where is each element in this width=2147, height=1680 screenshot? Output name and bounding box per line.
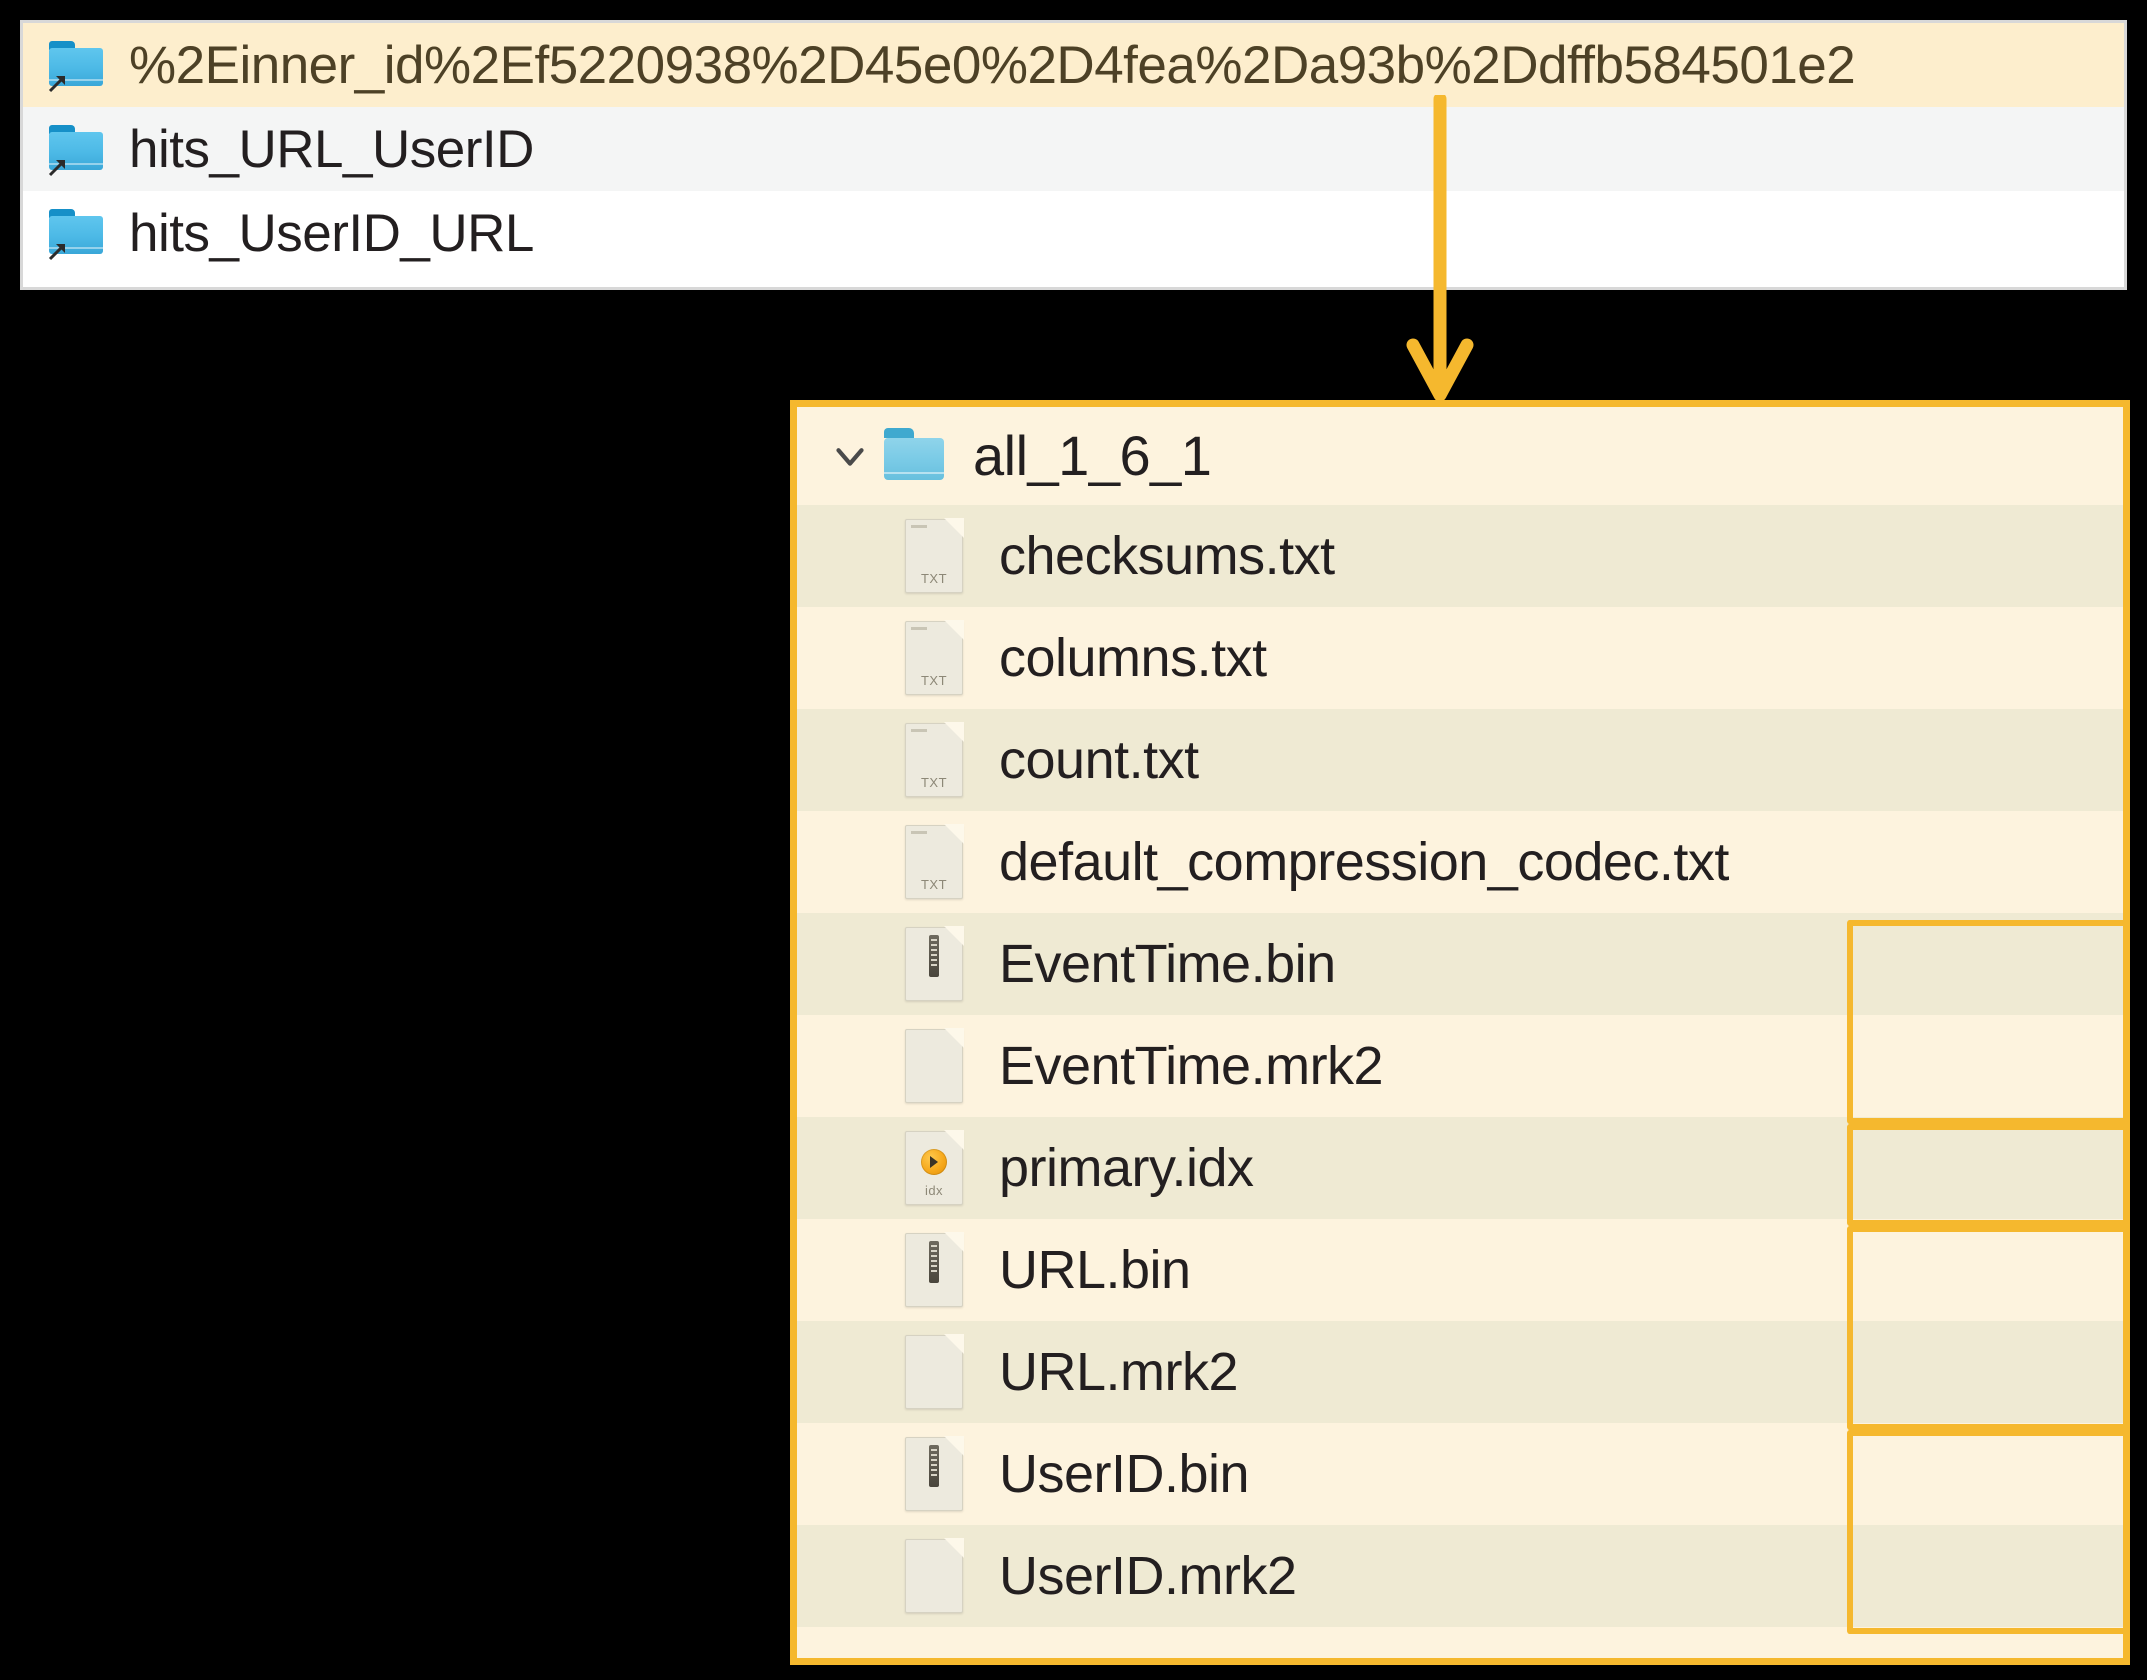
list-item[interactable]: %2Einner_id%2Ef5220938%2D45e0%2D4fea%2Da… [23,23,2124,107]
blank-file-icon [905,1028,964,1103]
file-name-label: EventTime.mrk2 [999,1036,1384,1096]
folder-name-label: all_1_6_1 [973,424,1212,487]
file-row[interactable]: URL.mrk2 [797,1321,2123,1423]
file-name-label: URL.bin [999,1240,1191,1300]
file-row[interactable]: URL.bin [797,1219,2123,1321]
folder-list-panel: %2Einner_id%2Ef5220938%2D45e0%2D4fea%2Da… [20,20,2127,290]
file-icon-ext-label: TXT [920,877,948,892]
folder-icon [883,428,947,484]
file-row[interactable]: TXT columns.txt [797,607,2123,709]
blank-file-icon [905,1538,964,1613]
folder-shortcut-icon [47,123,107,177]
folder-shortcut-icon [47,207,107,261]
file-icon-ext-label: TXT [920,673,948,688]
file-row[interactable]: UserID.bin [797,1423,2123,1525]
file-tree-panel: all_1_6_1 TXT checksums.txt TXT columns.… [790,400,2130,1665]
file-name-label: default_compression_codec.txt [999,832,1729,892]
file-name-label: primary.idx [999,1138,1254,1198]
file-row[interactable]: EventTime.mrk2 [797,1015,2123,1117]
list-item[interactable]: hits_UserID_URL [23,191,2124,275]
folder-shortcut-icon [47,39,107,93]
file-row[interactable]: TXT default_compression_codec.txt [797,811,2123,913]
list-item-label: %2Einner_id%2Ef5220938%2D45e0%2D4fea%2Da… [129,35,1856,95]
file-name-label: UserID.mrk2 [999,1546,1297,1606]
file-name-label: EventTime.bin [999,934,1336,994]
file-name-label: URL.mrk2 [999,1342,1239,1402]
file-row[interactable]: TXT count.txt [797,709,2123,811]
file-icon-ext-label: idx [924,1183,944,1198]
idx-file-icon: idx [905,1130,964,1205]
file-row[interactable]: EventTime.bin [797,913,2123,1015]
tree-folder-all_1_6_1[interactable]: all_1_6_1 [797,407,2123,505]
bin-file-icon [905,1232,964,1307]
bin-file-icon [905,926,964,1001]
list-item[interactable]: hits_URL_UserID [23,107,2124,191]
txt-file-icon: TXT [905,824,964,899]
file-name-label: checksums.txt [999,526,1335,586]
txt-file-icon: TXT [905,518,964,593]
txt-file-icon: TXT [905,620,964,695]
blank-file-icon [905,1334,964,1409]
list-item-label: hits_UserID_URL [129,203,534,263]
file-name-label: count.txt [999,730,1199,790]
file-row[interactable]: idx primary.idx [797,1117,2123,1219]
list-item-label: hits_URL_UserID [129,119,534,179]
file-icon-ext-label: TXT [920,571,948,586]
bin-file-icon [905,1436,964,1511]
file-row[interactable]: TXT checksums.txt [797,505,2123,607]
file-name-label: UserID.bin [999,1444,1250,1504]
file-icon-ext-label: TXT [920,775,948,790]
chevron-down-icon[interactable] [827,433,873,479]
file-row[interactable]: UserID.mrk2 [797,1525,2123,1627]
txt-file-icon: TXT [905,722,964,797]
file-name-label: columns.txt [999,628,1267,688]
